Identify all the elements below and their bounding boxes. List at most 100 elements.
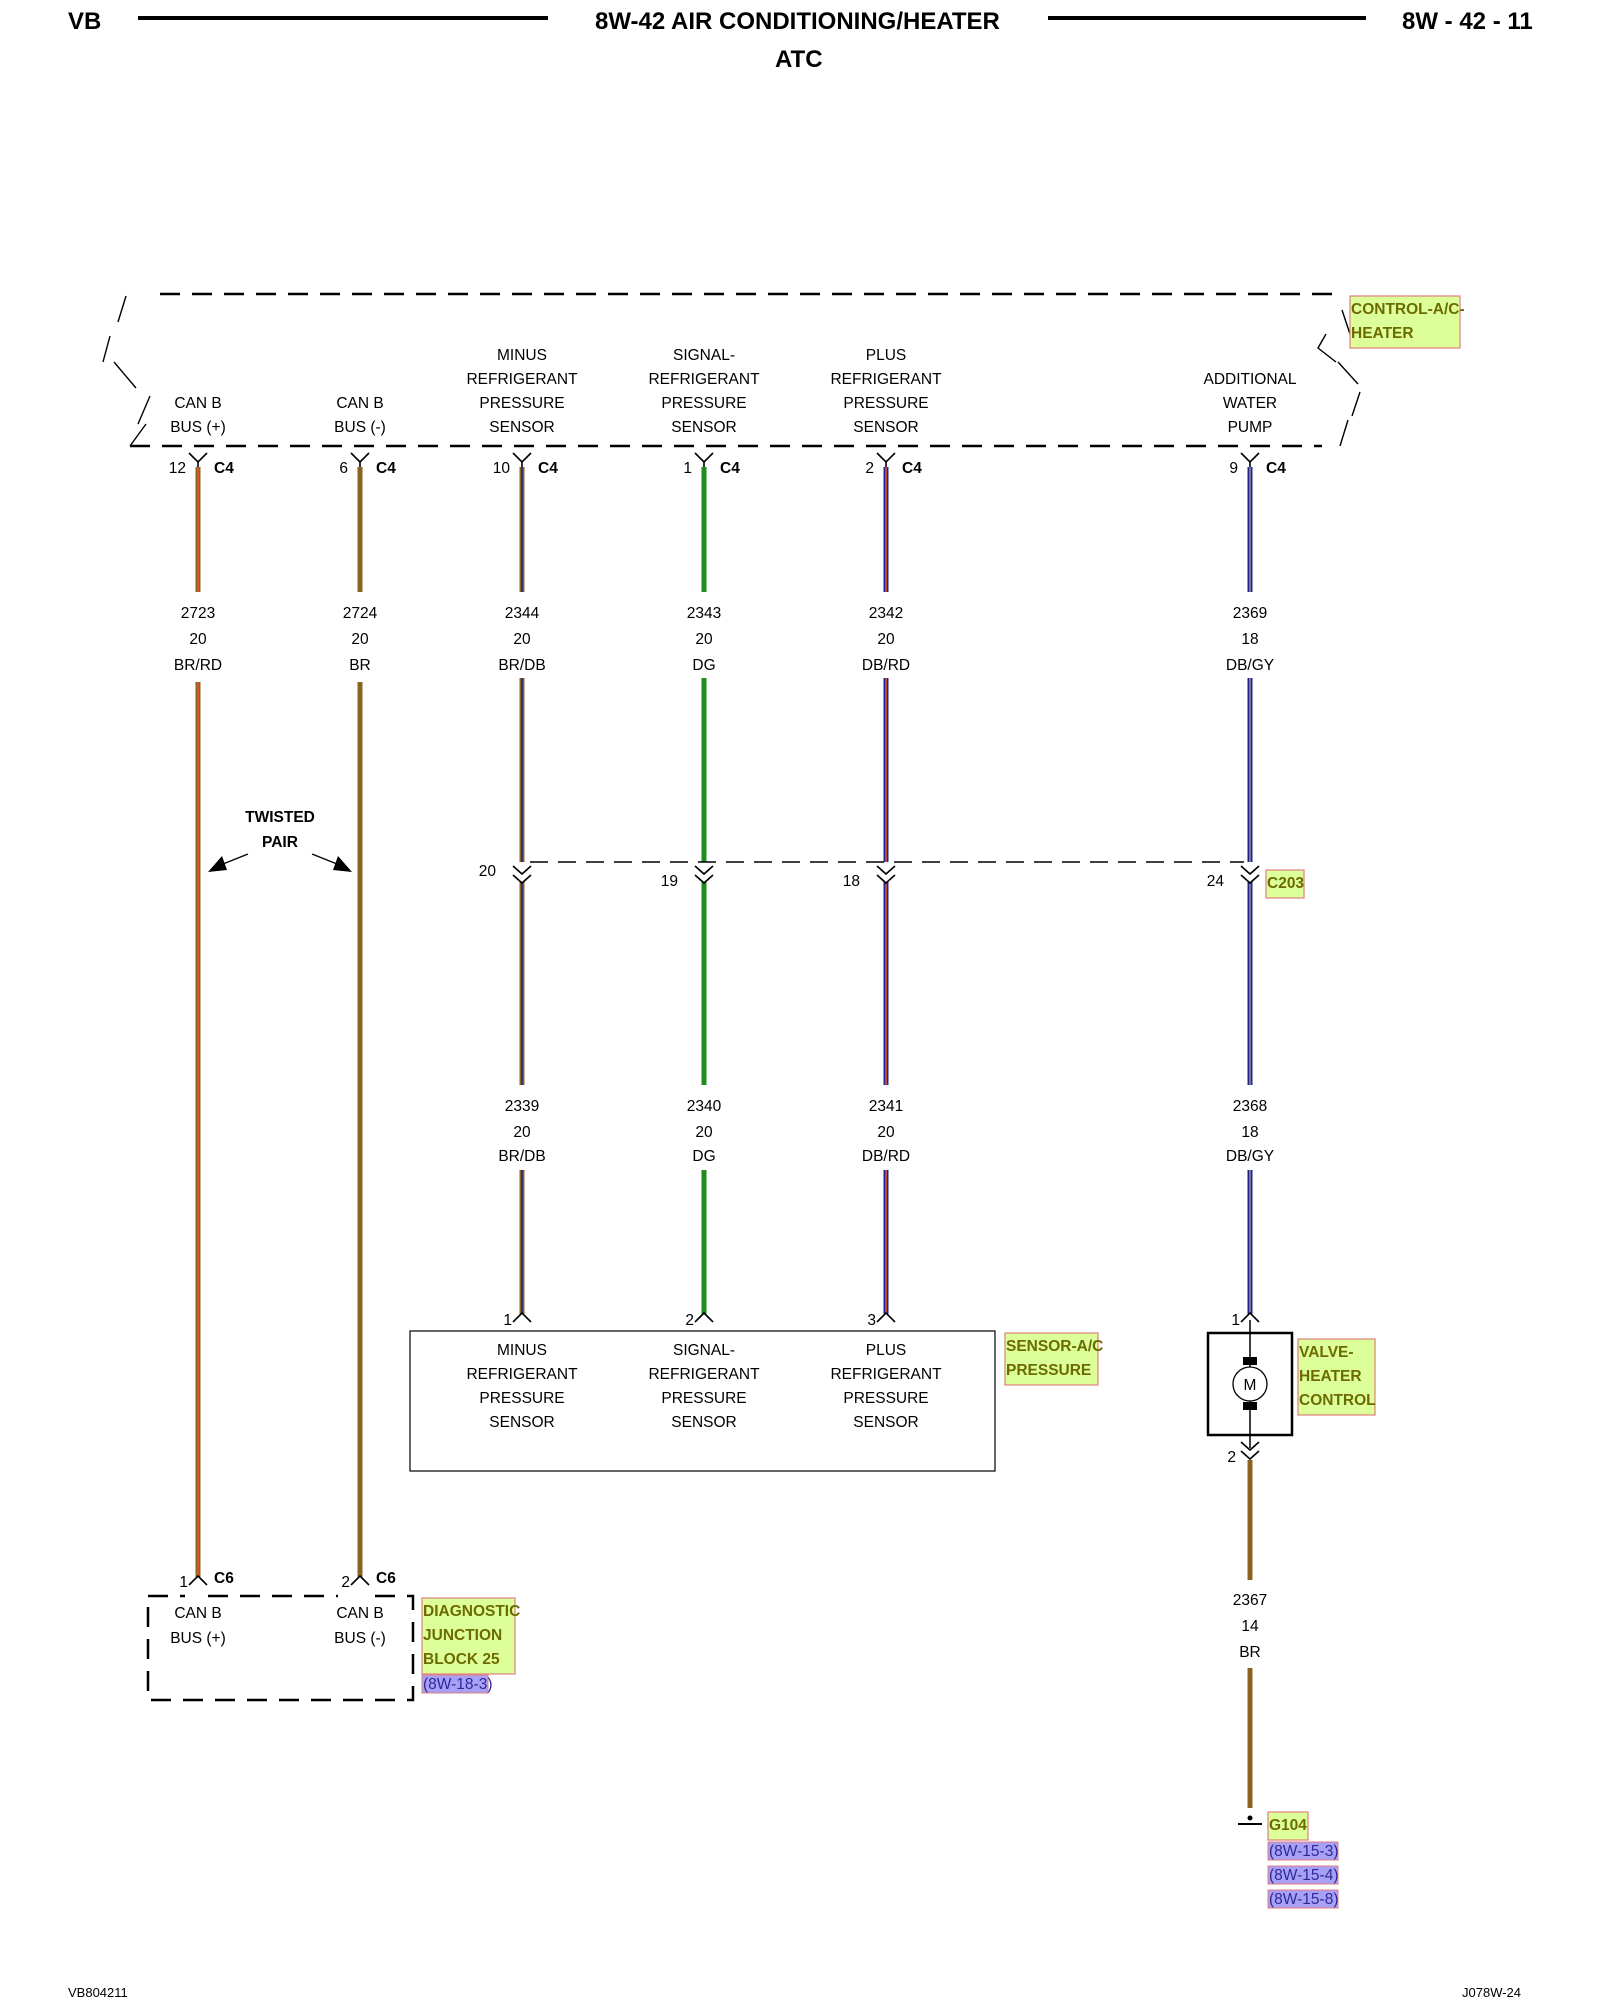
ground-ref-link: (8W-15-8) [1269, 1891, 1338, 1908]
module-connector-icon [512, 452, 532, 467]
sensor-pin-label: SIGNAL- [673, 1342, 735, 1359]
wire-circuit: 2368 [1233, 1098, 1267, 1115]
diag-ref-link-box [421, 1674, 489, 1694]
sensor-pin-label: SENSOR [853, 1414, 918, 1431]
ground-ref-link-box [1267, 1889, 1339, 1909]
c203-pin-number: 24 [1207, 873, 1225, 890]
wire-gauge: 20 [877, 631, 895, 648]
sensor-pin-label: REFRIGERANT [466, 1366, 578, 1383]
wire-color: BR/DB [498, 1148, 545, 1165]
module-pin-label: MINUS [497, 347, 547, 364]
diag-name-line: JUNCTION [423, 1627, 502, 1644]
module-pin-label: PRESSURE [661, 395, 746, 412]
wire-color: DB/RD [862, 1148, 910, 1165]
valve-name-line: HEATER [1299, 1368, 1362, 1385]
module-pin-label: PRESSURE [843, 395, 928, 412]
module-connector-icon [188, 452, 208, 467]
sensor-pin-label: REFRIGERANT [830, 1366, 942, 1383]
diag-pin-number: 1 [179, 1574, 188, 1591]
sensor-pin-label: REFRIGERANT [648, 1366, 760, 1383]
header-left: VB [68, 8, 102, 35]
c203-name-box [1265, 869, 1305, 899]
wire-color: DB/RD [862, 657, 910, 674]
diag-name-line: DIAGNOSTIC [423, 1603, 520, 1620]
wire-circuit: 2342 [869, 605, 903, 622]
module-pin-number: 9 [1229, 460, 1238, 477]
module-name-line: CONTROL-A/C- [1351, 301, 1465, 318]
wire-color: BR/DB [498, 657, 545, 674]
c203-connector-icon [876, 865, 896, 885]
motor-icon [1232, 1366, 1268, 1402]
module-pin-label: BUS (-) [334, 419, 386, 436]
sensor-connector-icon [694, 1311, 714, 1323]
sensor-pin-number: 1 [503, 1312, 512, 1329]
module-connector-icon [876, 452, 896, 467]
motor-symbol: M [1244, 1377, 1257, 1394]
c203-connector-icon [512, 865, 532, 885]
sensor-pin-number: 2 [685, 1312, 694, 1329]
diag-pin-label: BUS (+) [170, 1630, 226, 1647]
wire-gauge: 20 [513, 631, 531, 648]
wires: 272320BR/RD272420BR234420BR/DB234320DG23… [174, 467, 1274, 1808]
module-connector-id: C4 [538, 460, 558, 477]
module-connector-icon [1240, 452, 1260, 467]
module-pin-number: 1 [683, 460, 692, 477]
diag-connector-id: C6 [376, 1570, 396, 1587]
wire-color: DG [692, 1148, 715, 1165]
c203-name-line: C203 [1267, 875, 1304, 892]
module-pin-number: 12 [169, 460, 186, 477]
c203-pin-number: 18 [843, 873, 860, 890]
c203-connector-icon [1240, 865, 1260, 885]
page-title: 8W-42 AIR CONDITIONING/HEATER [595, 8, 1000, 35]
module-connector-id: C4 [214, 460, 234, 477]
twisted-pair-label: TWISTED [245, 809, 315, 826]
module-name-box [1349, 295, 1461, 349]
c203-connector-icon [694, 865, 714, 885]
wire-gauge: 20 [877, 1124, 895, 1141]
diag-connector-id: C6 [214, 1570, 234, 1587]
sensor-pin-label: MINUS [497, 1342, 547, 1359]
twisted-pair-label: PAIR [262, 834, 298, 851]
module-pin-number: 10 [493, 460, 511, 477]
module-pin-label: SENSOR [489, 419, 554, 436]
wire-circuit: 2344 [505, 605, 540, 622]
sensor-pin-label: PRESSURE [661, 1390, 746, 1407]
diag-name-line: BLOCK 25 [423, 1651, 500, 1668]
module-connector-id: C4 [902, 460, 922, 477]
sensor-body [409, 1330, 996, 1472]
sensor-connector-icon [876, 1311, 896, 1323]
module-connector-icon [350, 452, 370, 467]
diag-ref-link: (8W-18-3) [423, 1676, 492, 1693]
wire-gauge: 20 [513, 1124, 531, 1141]
valve-pin-bottom: 2 [1227, 1449, 1236, 1466]
module-right-break [1317, 309, 1361, 447]
ground-g104: G104(8W-15-3)(8W-15-4)(8W-15-8) [1238, 1811, 1339, 1909]
module-pin-label: SENSOR [853, 419, 918, 436]
module-connector-id: C4 [376, 460, 396, 477]
wire-circuit: 2367 [1233, 1592, 1267, 1609]
ground-name-line: G104 [1269, 1817, 1307, 1834]
diag-pin-label: BUS (-) [334, 1630, 386, 1647]
footer-left: VB804211 [68, 1985, 128, 2000]
module-left-break [102, 295, 151, 447]
ground-name-box [1267, 1811, 1309, 1841]
wire-circuit: 2340 [687, 1098, 722, 1115]
diag-pin-label: CAN B [336, 1605, 383, 1622]
module-connector-id: C4 [1266, 460, 1286, 477]
footer-right: J078W-24 [1462, 1985, 1522, 2000]
module-name-line: HEATER [1351, 325, 1414, 342]
valve-name-line: CONTROL [1299, 1392, 1376, 1409]
sensor-connector-icon [512, 1311, 532, 1323]
wire-color: DB/GY [1226, 657, 1274, 674]
wire-gauge: 14 [1241, 1618, 1259, 1635]
diag-name-box [421, 1597, 516, 1675]
module-connector-id: C4 [720, 460, 740, 477]
diag-connector-icon [188, 1574, 208, 1586]
valve-connector-top-icon [1240, 1311, 1260, 1323]
wire-gauge: 18 [1241, 631, 1258, 648]
sensor-pin-label: PRESSURE [479, 1390, 564, 1407]
wire-circuit: 2339 [505, 1098, 539, 1115]
ground-ref-link-box [1267, 1865, 1339, 1885]
